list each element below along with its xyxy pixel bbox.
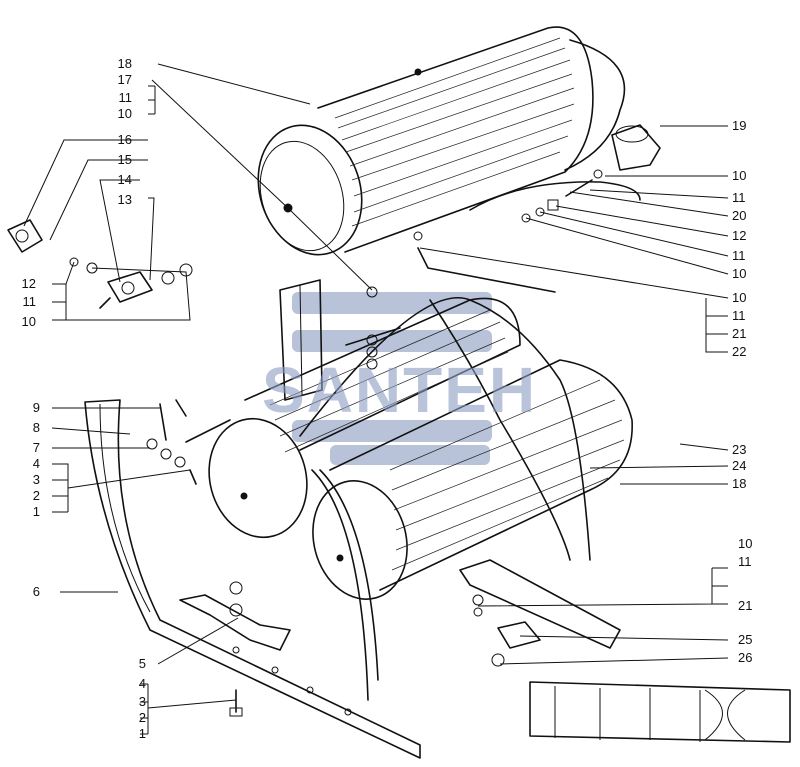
leader-lines (23, 63, 729, 735)
left-callout-10: 10 (22, 314, 36, 329)
air-hose (469, 181, 641, 211)
left-callout-19: 5 (139, 656, 146, 671)
right-callout-0: 19 (732, 118, 746, 133)
right-callout-12: 24 (732, 458, 746, 473)
right-callout-4: 12 (732, 228, 746, 243)
left-callout-15: 3 (33, 472, 40, 487)
upper-bracket (279, 279, 323, 401)
left-callout-1: 17 (118, 72, 132, 87)
left-callout-3: 10 (118, 106, 132, 121)
right-callout-9: 21 (732, 326, 746, 341)
right-callout-13: 18 (732, 476, 746, 491)
right-callout-10: 22 (732, 344, 746, 359)
frame-crossmember (529, 681, 791, 743)
right-callout-18: 26 (738, 650, 752, 665)
right-callout-1: 10 (732, 168, 746, 183)
mounting-straps (299, 296, 591, 701)
left-callout-0: 18 (118, 56, 132, 71)
right-callout-11: 23 (732, 442, 746, 457)
left-callout-23: 1 (139, 726, 146, 741)
lower-receiver-tanks (208, 297, 633, 600)
left-callout-22: 2 (139, 710, 146, 725)
left-callout-7: 13 (118, 192, 132, 207)
left-callout-6: 14 (118, 172, 132, 187)
air-lines (185, 179, 593, 443)
right-callout-5: 11 (732, 248, 746, 263)
left-callout-8: 12 (22, 276, 36, 291)
left-callout-17: 1 (33, 504, 40, 519)
drain-valve-14 (99, 271, 153, 309)
left-callout-2: 11 (119, 90, 133, 105)
left-callout-14: 4 (33, 456, 40, 471)
foot-step-bracket (179, 594, 291, 651)
left-callout-4: 16 (118, 132, 132, 147)
right-callout-17: 25 (738, 632, 752, 647)
left-callout-5: 15 (118, 152, 132, 167)
left-callout-12: 8 (33, 420, 40, 435)
right-callout-8: 11 (732, 308, 746, 323)
left-callout-21: 3 (139, 694, 146, 709)
left-callout-18: 6 (33, 584, 40, 599)
bolts (159, 399, 243, 717)
left-callout-13: 7 (33, 440, 40, 455)
right-callout-2: 11 (732, 190, 746, 205)
left-callout-11: 9 (33, 400, 40, 415)
right-callout-7: 10 (732, 290, 746, 305)
right-callout-16: 21 (738, 598, 752, 613)
pressure-valve-19 (611, 124, 661, 171)
right-callout-3: 20 (732, 208, 746, 223)
valve-16 (7, 219, 43, 253)
upper-receiver-tank (257, 26, 626, 256)
right-callout-6: 10 (732, 266, 746, 281)
left-callout-9: 11 (23, 294, 37, 309)
right-callout-15: 11 (738, 554, 752, 569)
left-callout-20: 4 (139, 676, 146, 691)
watermark-text: SANTEH (262, 354, 537, 426)
left-callout-16: 2 (33, 488, 40, 503)
lower-right-bracket (459, 559, 621, 649)
right-callout-14: 10 (738, 536, 752, 551)
